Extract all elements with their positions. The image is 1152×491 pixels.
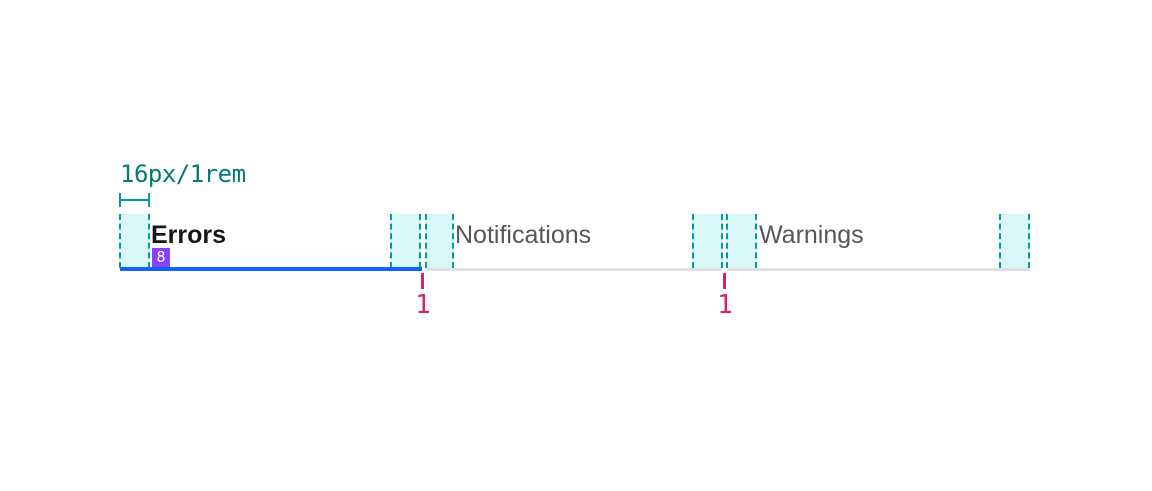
gap-tick: [723, 273, 726, 289]
padding-measurement-label: 16px/1rem: [120, 160, 246, 188]
padding-highlight: [425, 214, 454, 268]
padding-highlight: [999, 214, 1030, 268]
padding-highlight: [726, 214, 757, 268]
tab-warnings[interactable]: Warnings: [759, 221, 864, 249]
spacing-badge: 8: [152, 248, 170, 267]
padding-highlight: [119, 214, 150, 268]
tab-underline: [727, 268, 1030, 271]
gap-measurement-label: 1: [415, 290, 431, 320]
selected-tab-underline: [120, 267, 422, 271]
tab-notifications[interactable]: Notifications: [455, 221, 592, 249]
gap-tick: [421, 273, 424, 289]
padding-highlight: [390, 214, 421, 268]
tab-underline: [425, 268, 722, 271]
tab-errors[interactable]: Errors: [151, 221, 227, 249]
measurement-bracket-line: [121, 199, 148, 201]
measurement-bracket: [119, 193, 150, 207]
gap-measurement-label: 1: [717, 290, 733, 320]
padding-highlight: [692, 214, 723, 268]
